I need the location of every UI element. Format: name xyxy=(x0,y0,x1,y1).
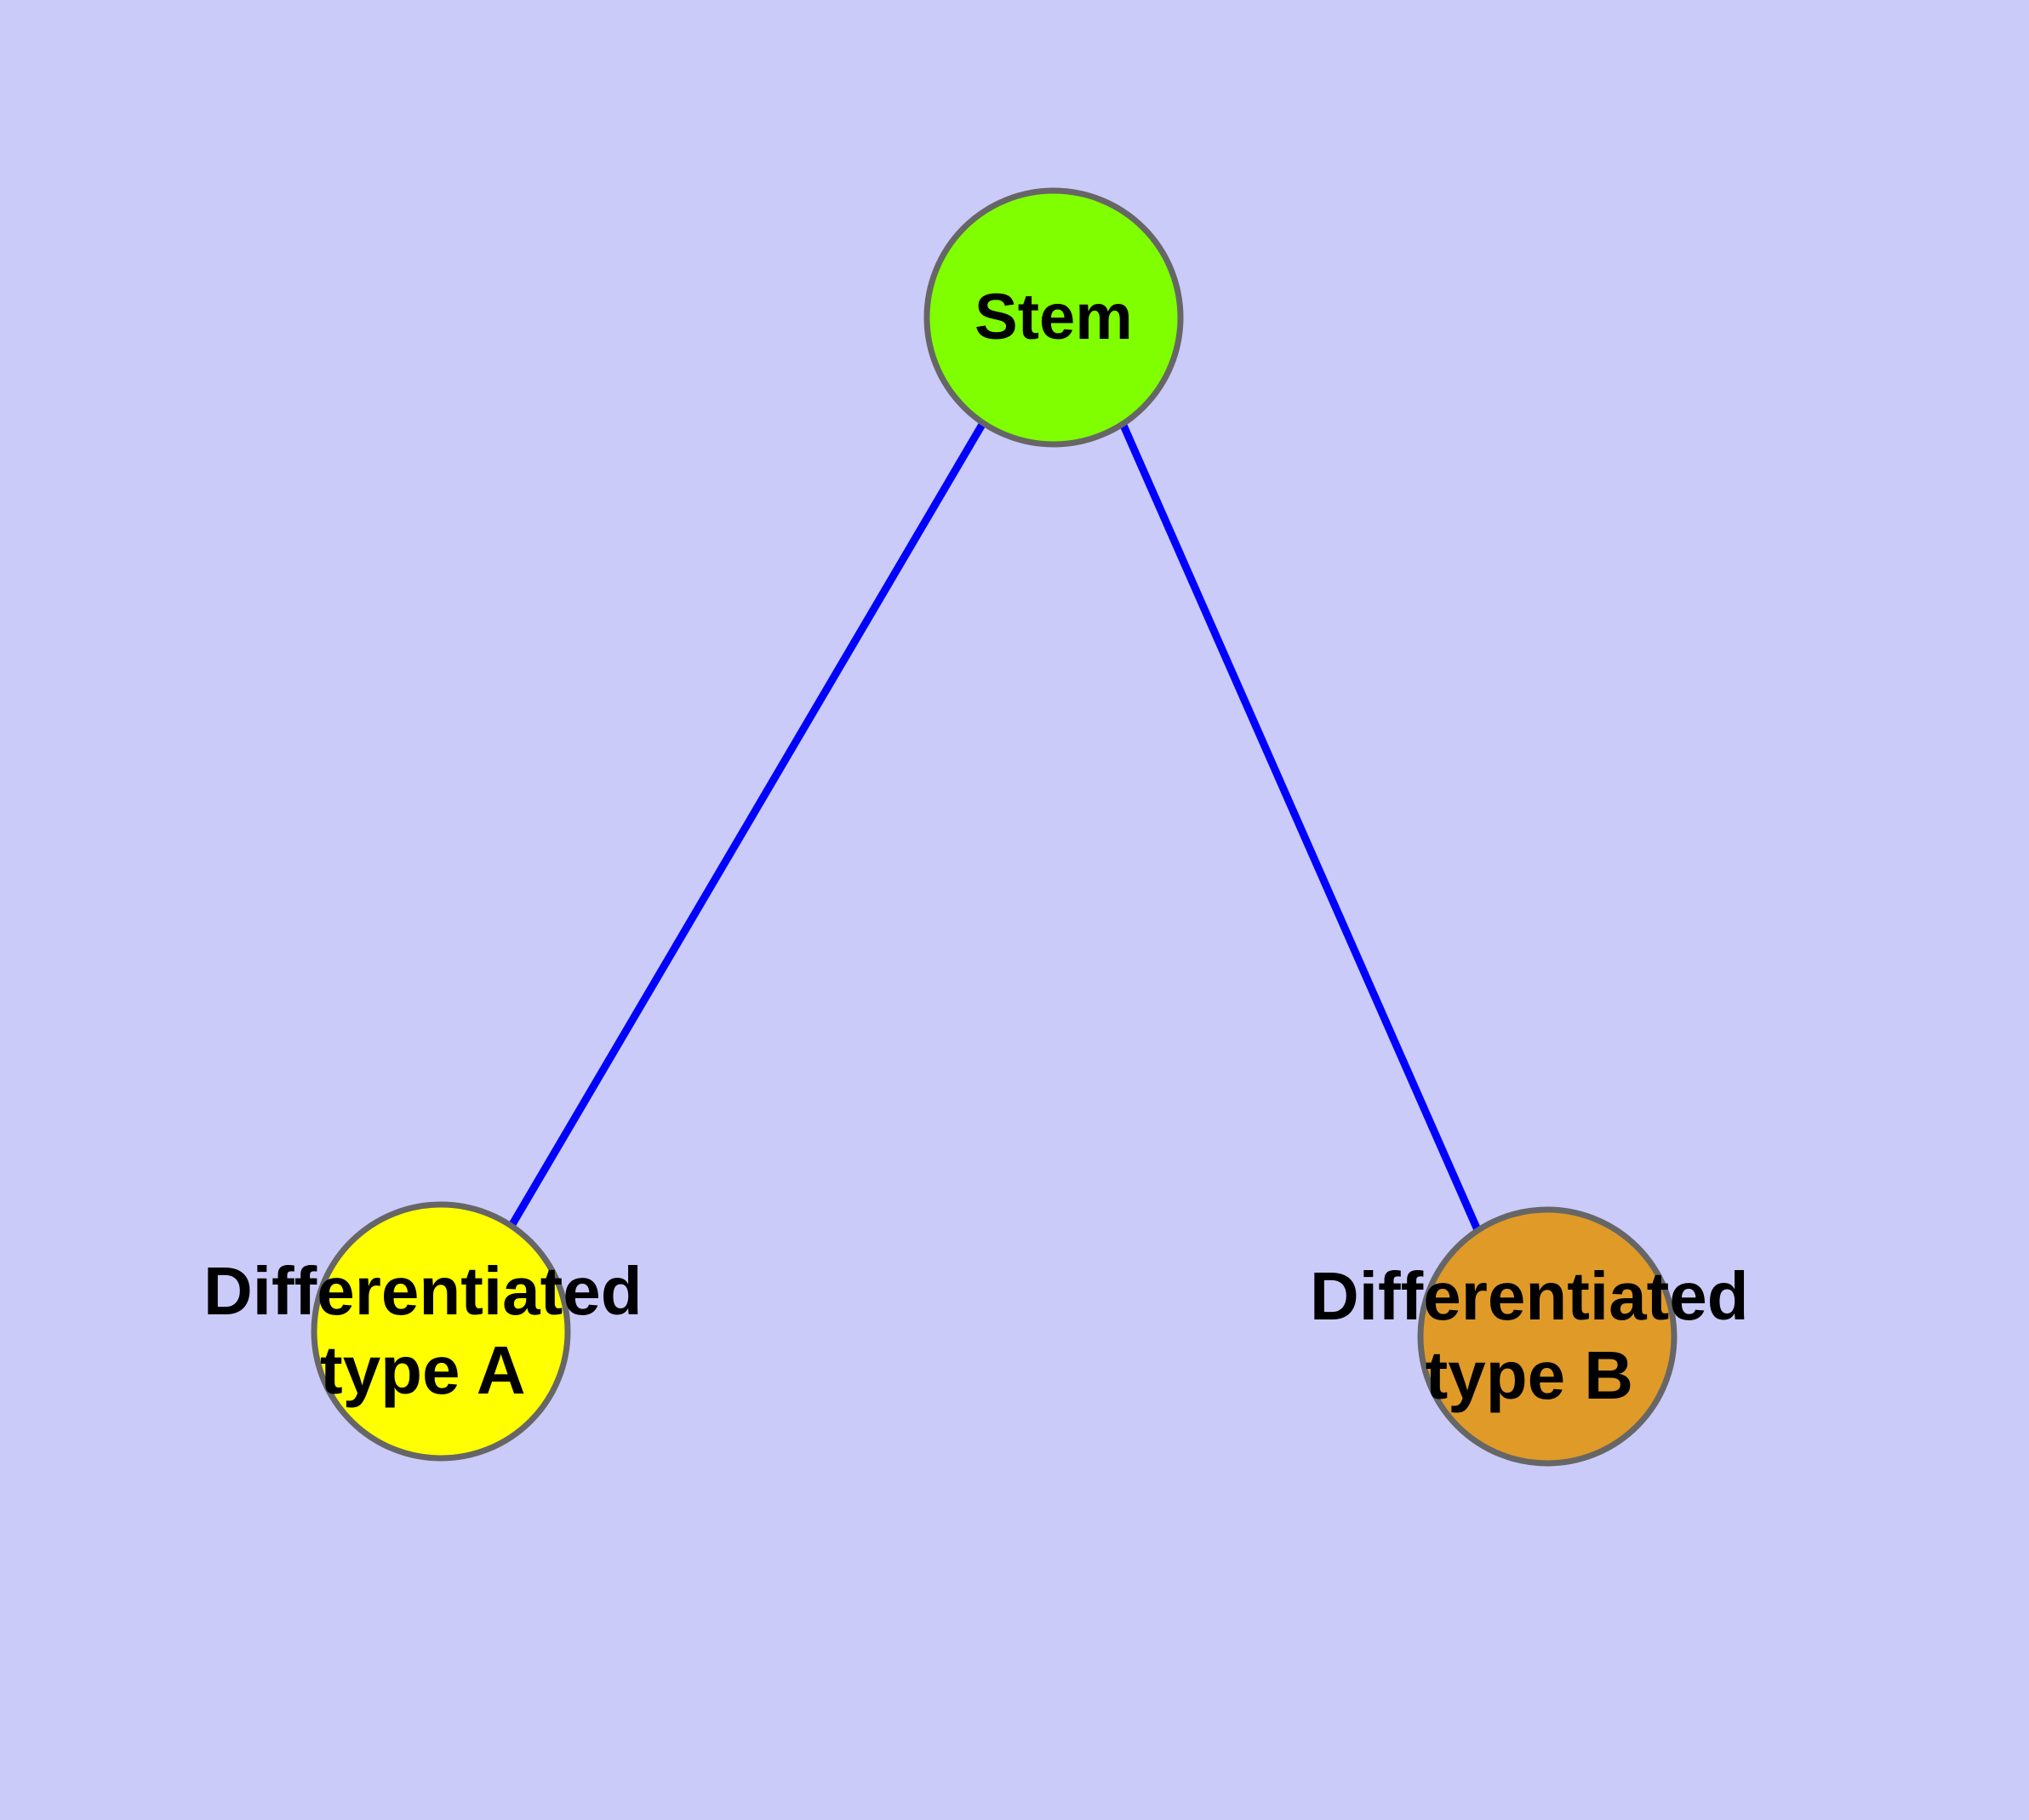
node-layer xyxy=(311,187,1677,1467)
node-differentiated-type-b-circle[interactable] xyxy=(1417,1206,1677,1467)
node-differentiated-type-a-circle[interactable] xyxy=(311,1201,571,1462)
edge-stem-to-differentiated-type-a[interactable] xyxy=(508,421,986,1228)
edge-stem-to-differentiated-type-b[interactable] xyxy=(1117,420,1483,1233)
node-stem-circle[interactable] xyxy=(923,187,1184,448)
edge-layer xyxy=(508,420,1483,1233)
